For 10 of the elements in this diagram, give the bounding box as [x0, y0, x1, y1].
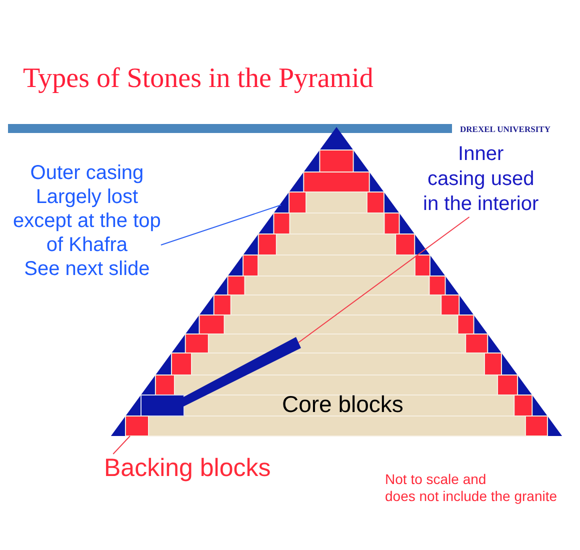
title: Types of Stones in the Pyramid [23, 63, 374, 95]
institution-name: DREXEL UNIVERSITY [460, 124, 550, 135]
callout-text: Outer casing Largely lost except at the top of Khafra See next slide [13, 161, 161, 281]
note-text: Not to scale and does not include the granite [385, 471, 558, 505]
leader-line [160, 204, 282, 246]
block-label: Core blocks [282, 391, 404, 417]
callout-text: Inner casing used in the interior [423, 142, 539, 217]
callout-text: Backing blocks [104, 454, 271, 482]
leader-line [298, 216, 470, 343]
leader-line [112, 436, 130, 454]
